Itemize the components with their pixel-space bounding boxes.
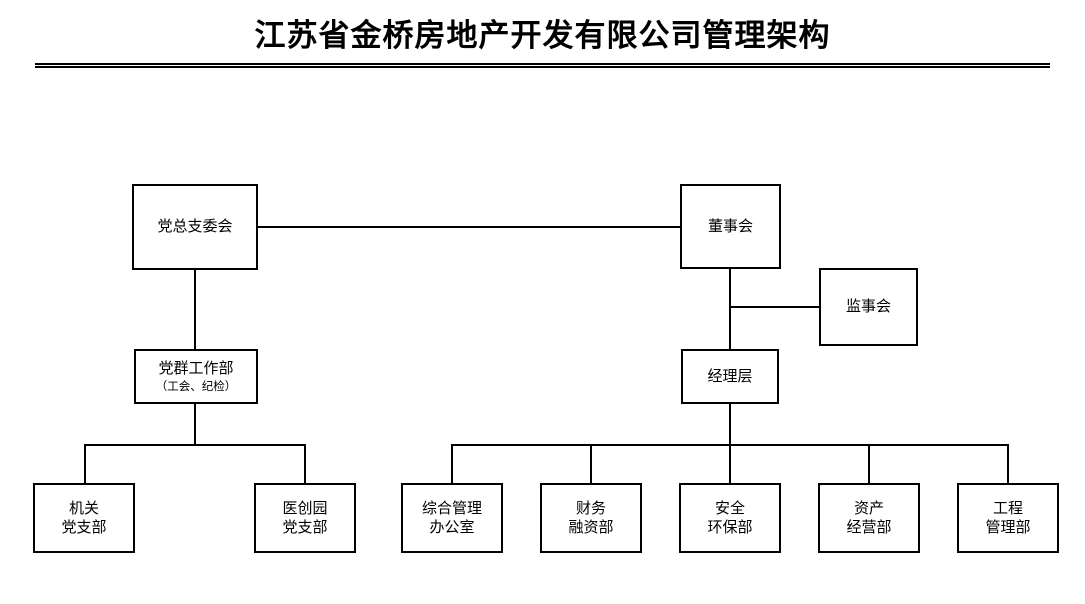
node-label-line2: 融资部 <box>568 518 614 536</box>
node-label-line1: 综合管理 <box>421 498 482 517</box>
node-label-line2: 党支部 <box>282 518 328 536</box>
node-finance-dept[interactable]: 财务 融资部 <box>540 483 642 553</box>
node-label-line1: 党总支委会 <box>157 217 233 236</box>
connector-drop-general-office <box>451 444 453 484</box>
node-label-line1: 资产 <box>853 498 884 517</box>
node-label-line2: 管理部 <box>985 518 1031 536</box>
connector-left-bus <box>84 444 306 446</box>
node-branch-organ[interactable]: 机关 党支部 <box>33 483 135 553</box>
connector-drop-safety <box>729 444 731 484</box>
page-title: 江苏省金桥房地产开发有限公司管理架构 <box>254 18 831 54</box>
node-label-line2: 经营部 <box>846 518 892 536</box>
node-supervisory-board[interactable]: 监事会 <box>819 268 918 346</box>
title-divider-rule <box>35 63 1050 68</box>
connector-party-to-board <box>258 226 682 228</box>
connector-party-to-partywork <box>194 270 196 350</box>
node-board-directors[interactable]: 董事会 <box>680 184 781 269</box>
node-branch-yicy[interactable]: 医创园 党支部 <box>254 483 356 553</box>
node-safety-dept[interactable]: 安全 环保部 <box>679 483 781 553</box>
node-label-line1: 财务 <box>575 498 606 517</box>
connector-drop-engineering <box>1007 444 1009 484</box>
node-label-sub: （工会、纪检） <box>155 379 237 394</box>
node-management-layer[interactable]: 经理层 <box>681 349 779 404</box>
node-label-line1: 监事会 <box>845 297 891 316</box>
node-label-line1: 工程 <box>992 498 1023 517</box>
node-general-office[interactable]: 综合管理 办公室 <box>401 483 503 553</box>
node-party-committee[interactable]: 党总支委会 <box>132 184 258 270</box>
node-engineering-dept[interactable]: 工程 管理部 <box>957 483 1059 553</box>
node-label-line1: 董事会 <box>707 216 753 235</box>
connector-drop-finance <box>590 444 592 484</box>
node-label-line1: 安全 <box>714 498 745 517</box>
connector-drop-branch-yicy <box>304 444 306 484</box>
connector-drop-branch-organ <box>84 444 86 484</box>
node-label-line2: 党支部 <box>61 518 107 536</box>
connector-board-to-supervisory <box>729 306 821 308</box>
node-label-line1: 党群工作部 <box>158 358 234 377</box>
connector-drop-asset <box>868 444 870 484</box>
connector-board-spine <box>729 268 731 350</box>
node-asset-dept[interactable]: 资产 经营部 <box>818 483 920 553</box>
connector-management-down <box>729 404 731 446</box>
node-party-work-dept[interactable]: 党群工作部 （工会、纪检） <box>134 349 258 404</box>
node-label-line2: 环保部 <box>707 518 753 536</box>
connector-partywork-down <box>194 404 196 446</box>
node-label-line1: 医创园 <box>282 498 328 517</box>
node-label-line2: 办公室 <box>429 518 475 536</box>
node-label-line1: 经理层 <box>707 366 753 385</box>
node-label-line1: 机关 <box>68 498 99 517</box>
